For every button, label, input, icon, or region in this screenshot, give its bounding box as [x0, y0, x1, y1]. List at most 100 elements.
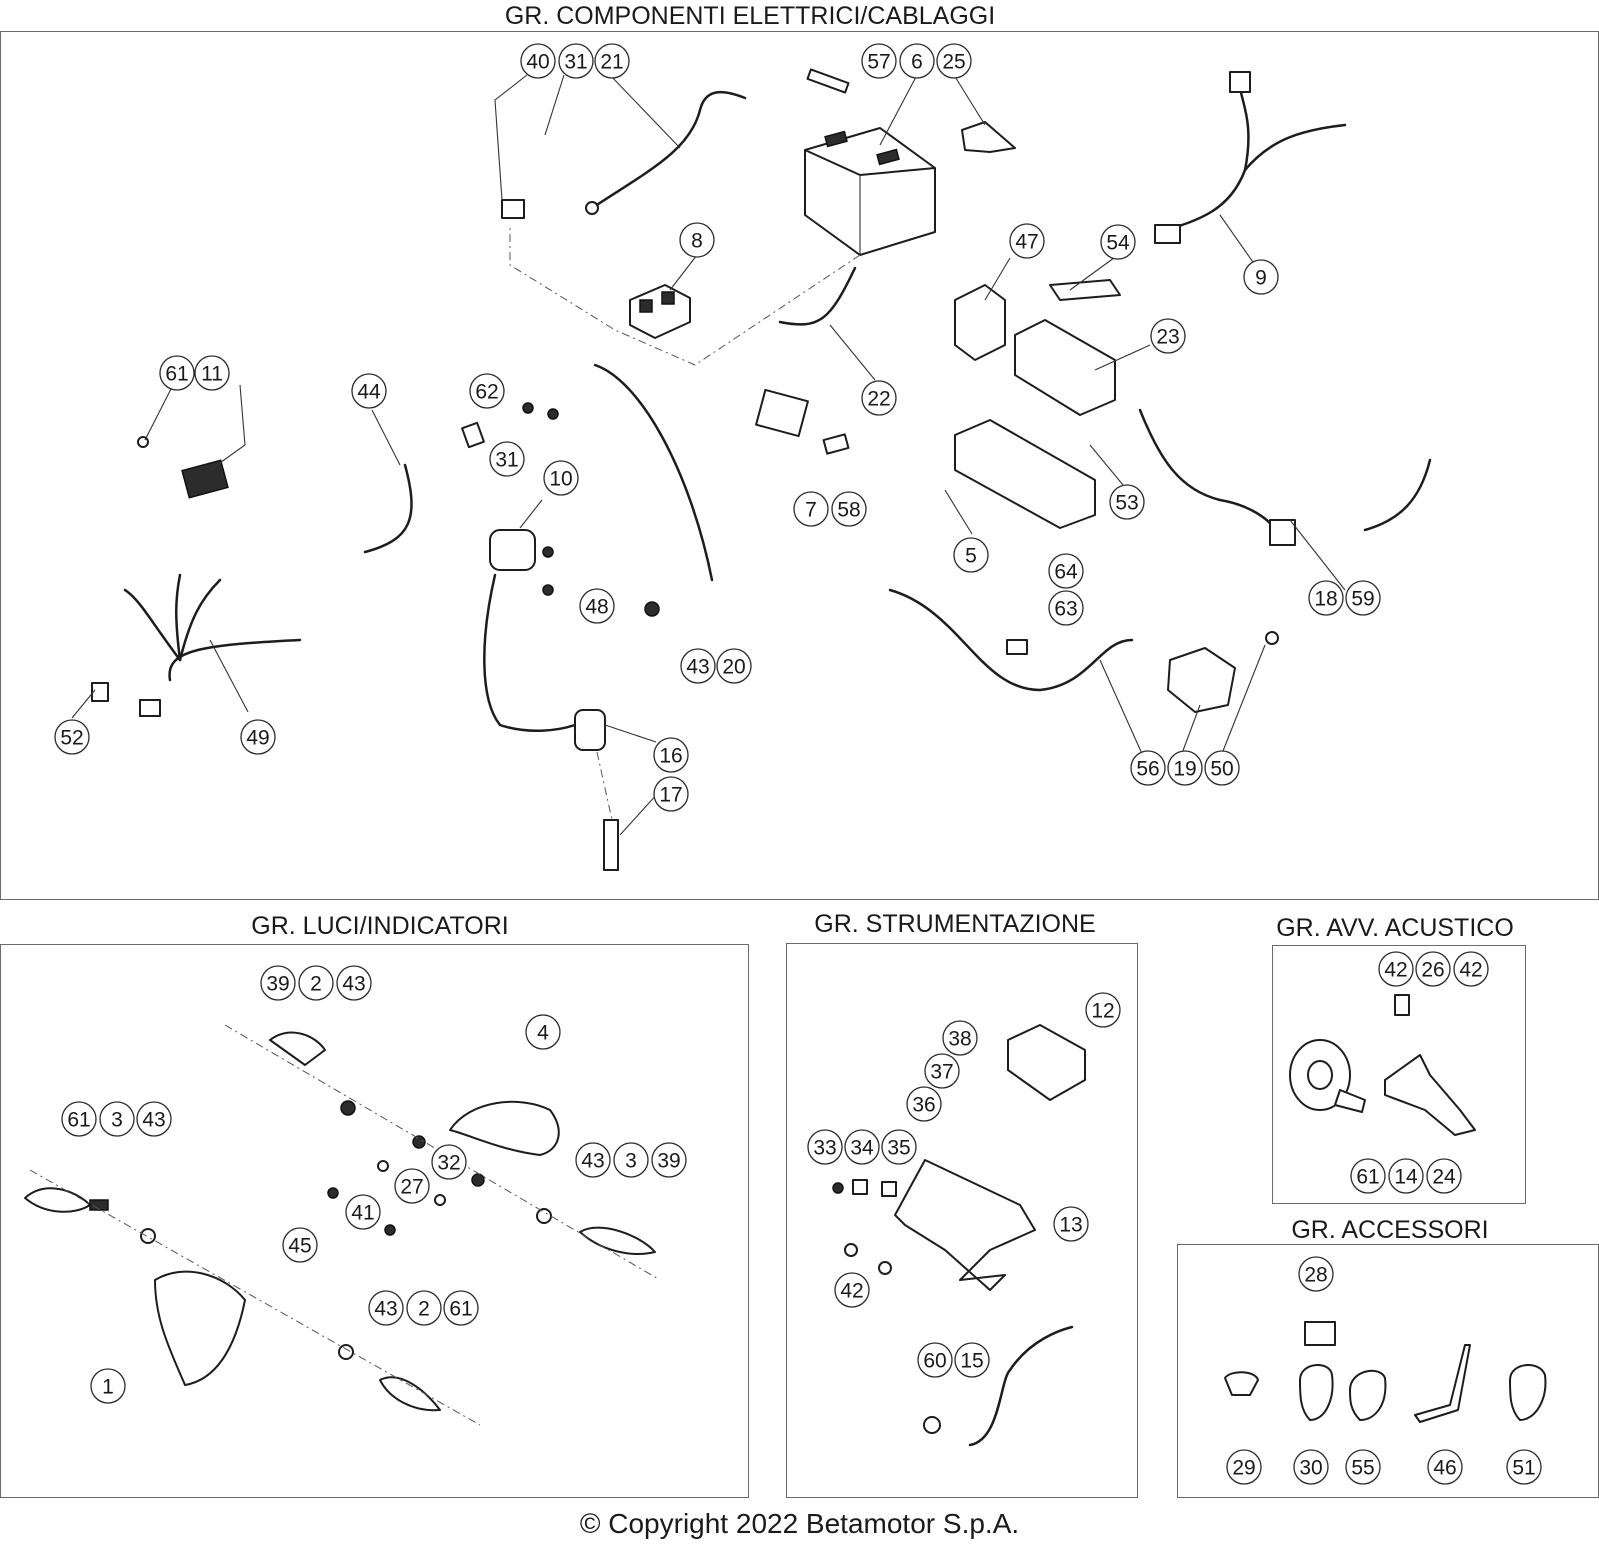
ecu-pad: [1049, 279, 1121, 301]
callout-number: 36: [912, 1094, 935, 1117]
callout-lights-2: 2: [406, 1290, 442, 1326]
cable-tie-51: [1509, 1364, 1547, 1421]
callout-number: 14: [1394, 1166, 1418, 1189]
callout-electrical-61: 61: [159, 355, 195, 391]
callout-number: 43: [581, 1150, 604, 1173]
callout-electrical-19: 19: [1167, 750, 1203, 786]
callout-number: 18: [1314, 588, 1337, 611]
callout-lights-43: 43: [136, 1101, 172, 1137]
callout-electrical-17: 17: [653, 776, 689, 812]
callout-number: 59: [1351, 588, 1374, 611]
callout-electrical-10: 10: [543, 460, 579, 496]
callout-instruments-36: 36: [906, 1086, 942, 1122]
callout-instruments-15: 15: [954, 1342, 990, 1378]
callout-electrical-5: 5: [953, 537, 989, 573]
callout-number: 39: [266, 973, 289, 996]
copyright-notice: © Copyright 2022 Betamotor S.p.A.: [579, 1508, 1020, 1539]
section-title-instruments: GR. STRUMENTAZIONE: [814, 910, 1096, 938]
callout-lights-43: 43: [336, 965, 372, 1001]
callout-number: 56: [1136, 758, 1159, 781]
callout-number: 54: [1106, 232, 1130, 255]
callout-instruments-35: 35: [881, 1129, 917, 1165]
section-title-horn: GR. AVV. ACUSTICO: [1276, 914, 1514, 942]
callout-number: 61: [67, 1109, 90, 1132]
callout-number: 21: [600, 51, 623, 74]
callout-number: 52: [60, 727, 83, 750]
callout-number: 37: [930, 1061, 953, 1084]
callout-number: 41: [351, 1202, 374, 1225]
callout-number: 12: [1091, 1000, 1114, 1023]
ignition-coil-drawing: [483, 529, 619, 871]
callout-accessories-55: 55: [1345, 1449, 1381, 1485]
callout-horn-42: 42: [1453, 951, 1489, 987]
callout-electrical-64: 64: [1048, 553, 1084, 589]
callout-electrical-9: 9: [1243, 259, 1279, 295]
callout-number: 38: [948, 1028, 971, 1051]
sensor-52: [91, 682, 109, 702]
callout-number: 1: [102, 1376, 114, 1399]
callout-number: 17: [659, 784, 682, 807]
callout-lights-61: 61: [61, 1101, 97, 1137]
panel-instruments: [786, 943, 1138, 1498]
battery-strap: [961, 121, 1016, 153]
callout-horn-26: 26: [1415, 951, 1451, 987]
callout-electrical-56: 56: [1130, 750, 1166, 786]
relay-drawing: [629, 284, 691, 339]
callout-instruments-42: 42: [834, 1272, 870, 1308]
callout-number: 16: [659, 745, 682, 768]
battery-drawing: [509, 127, 936, 366]
callout-lights-43: 43: [575, 1142, 611, 1178]
callout-number: 33: [813, 1137, 836, 1160]
callout-electrical-53: 53: [1109, 484, 1145, 520]
fuse-pin: [806, 68, 850, 94]
callout-number: 35: [887, 1137, 910, 1160]
callout-number: 43: [374, 1298, 397, 1321]
callout-number: 64: [1054, 561, 1078, 584]
callout-accessories-30: 30: [1293, 1449, 1329, 1485]
plate-bracket: [449, 1100, 560, 1156]
callout-number: 43: [686, 656, 709, 679]
callout-number: 61: [449, 1298, 472, 1321]
callout-electrical-58: 58: [831, 491, 867, 527]
callout-number: 40: [526, 51, 549, 74]
indicator-rear-right: [379, 1376, 441, 1412]
section-title-accessories: GR. ACCESSORI: [1291, 1216, 1489, 1244]
rubber-cover: [755, 388, 809, 438]
ecu-unit: [1014, 319, 1116, 416]
harness-23: [1158, 83, 1250, 234]
callout-electrical-23: 23: [1150, 318, 1186, 354]
callout-number: 7: [805, 499, 817, 522]
callout-number: 8: [691, 230, 703, 253]
callout-electrical-49: 49: [240, 719, 276, 755]
ecu-cover: [954, 284, 1006, 361]
callout-number: 13: [1059, 1214, 1082, 1237]
callout-number: 45: [288, 1235, 311, 1258]
ecu-holder: [954, 419, 1096, 529]
callout-electrical-40: 40: [520, 43, 556, 79]
callout-electrical-54: 54: [1100, 224, 1136, 260]
callout-number: 20: [722, 656, 745, 679]
callout-number: 15: [960, 1350, 983, 1373]
callout-number: 63: [1054, 598, 1077, 621]
callout-electrical-25: 25: [936, 43, 972, 79]
horn-bracket: [1384, 1054, 1476, 1136]
callout-number: 51: [1512, 1457, 1535, 1480]
callout-accessories-29: 29: [1226, 1449, 1262, 1485]
callout-instruments-12: 12: [1085, 992, 1121, 1028]
regulator: [181, 459, 229, 499]
callout-number: 32: [437, 1152, 460, 1175]
callout-electrical-6: 6: [899, 43, 935, 79]
callout-instruments-33: 33: [807, 1129, 843, 1165]
cable-tie-55: [1349, 1369, 1387, 1421]
callout-number: 55: [1351, 1457, 1374, 1480]
speedo-cable: [968, 1325, 1074, 1447]
callout-instruments-37: 37: [924, 1053, 960, 1089]
callout-electrical-31: 31: [558, 43, 594, 79]
callout-number: 61: [1356, 1166, 1379, 1189]
callout-number: 61: [165, 363, 188, 386]
callout-lights-39: 39: [260, 965, 296, 1001]
callout-electrical-31: 31: [489, 441, 525, 477]
indicator-rear-left: [269, 1031, 326, 1066]
main-harness: [168, 638, 302, 682]
